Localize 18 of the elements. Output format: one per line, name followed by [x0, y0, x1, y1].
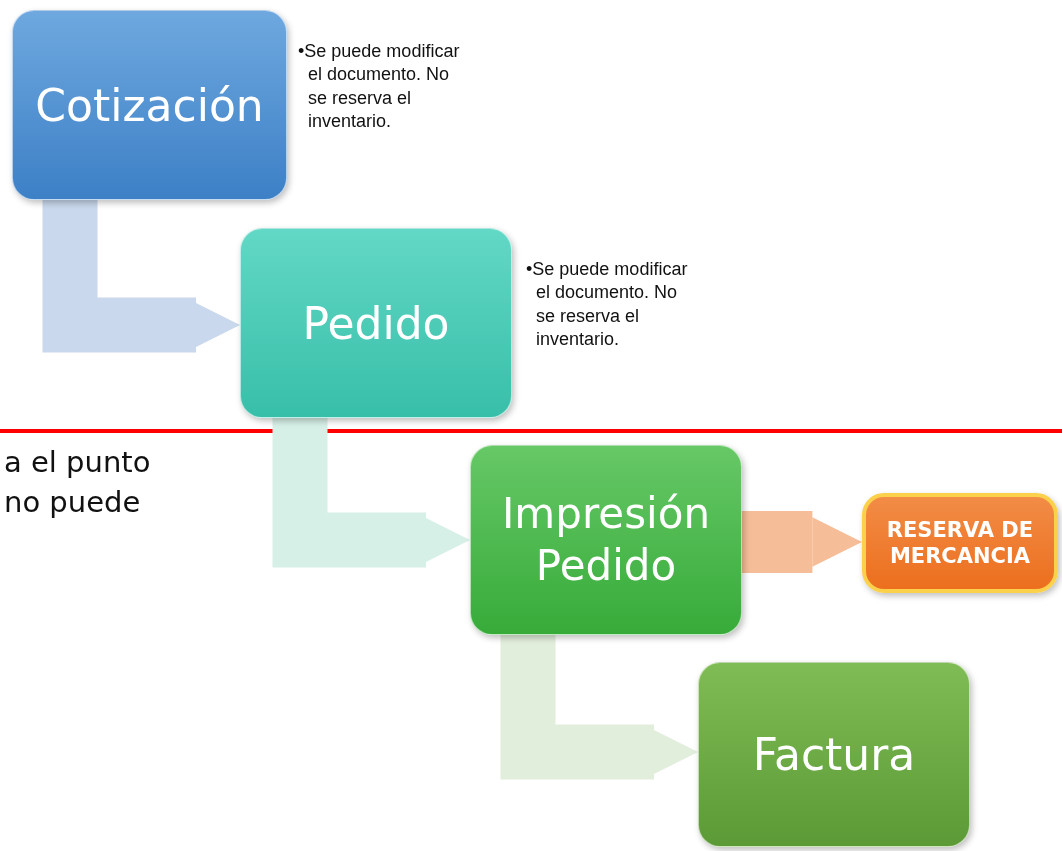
process-box — [862, 493, 1058, 593]
block-arrow — [42, 200, 240, 353]
block-arrow — [272, 418, 470, 568]
note-text: a el punto — [4, 445, 151, 479]
note-text: no puede — [4, 485, 141, 519]
bullet-note: •Se puede modificar el documento. No se reserva el inventario. — [526, 258, 689, 352]
block-arrow — [742, 511, 862, 573]
process-box — [698, 662, 970, 847]
process-box — [12, 10, 287, 200]
node-label: Pedido — [302, 296, 450, 351]
node-label: Cotización — [35, 78, 264, 133]
node-label: Impresión Pedido — [501, 487, 711, 592]
node-label: Factura — [752, 728, 916, 782]
bullet-note: •Se puede modificar el documento. No se reserva el inventario. — [298, 40, 461, 134]
process-box — [470, 445, 742, 635]
block-arrow — [500, 635, 698, 780]
node-label: RESERVA DE MERCANCIA — [885, 516, 1035, 570]
process-box — [240, 228, 512, 418]
